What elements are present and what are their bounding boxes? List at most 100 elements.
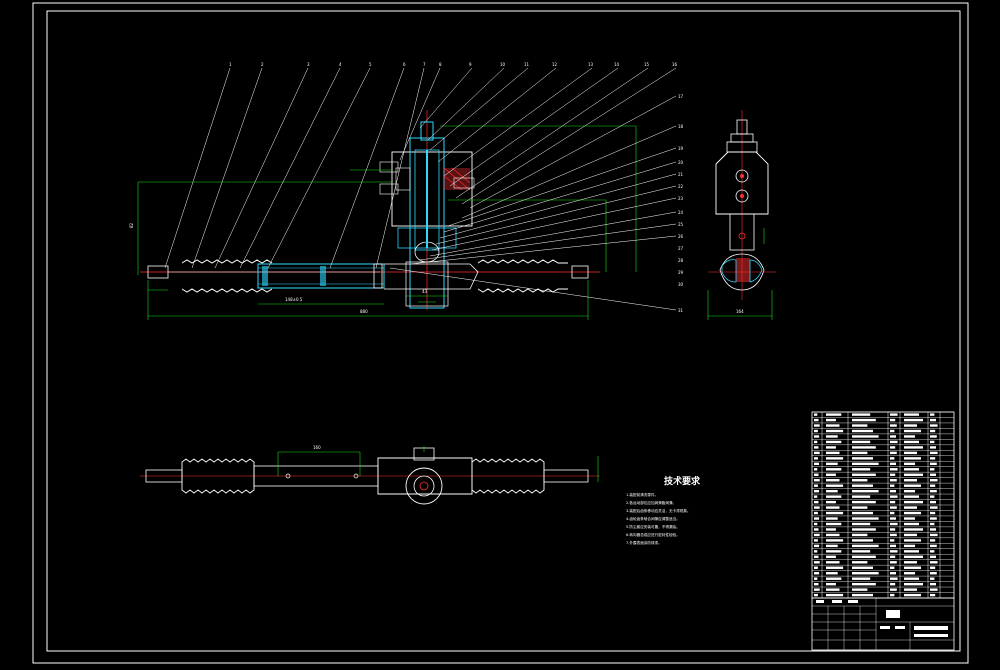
- svg-text:5: 5: [369, 62, 372, 67]
- parts-cell-text: [826, 495, 842, 498]
- parts-cell-text: [826, 588, 840, 591]
- parts-cell-text: [930, 561, 938, 564]
- parts-cell-text: [852, 588, 868, 591]
- dim-side-width: 164: [736, 309, 744, 314]
- parts-cell-text: [814, 418, 819, 422]
- parts-cell-text: [826, 544, 838, 548]
- parts-cell-text: [814, 489, 820, 493]
- parts-cell-text: [904, 539, 921, 542]
- parts-cell-text: [930, 506, 938, 509]
- parts-cell-text: [826, 522, 842, 526]
- parts-cell-text: [930, 473, 936, 476]
- dim-pinion: 43: [422, 289, 428, 294]
- pinion-housing: [379, 110, 475, 310]
- parts-cell-text: [904, 500, 923, 504]
- parts-cell-text: [904, 582, 923, 586]
- parts-cell-text: [852, 517, 879, 520]
- parts-cell-text: [930, 495, 935, 498]
- parts-cell-text: [814, 457, 818, 460]
- parts-cell-text: [814, 506, 820, 509]
- parts-cell-text: [814, 451, 820, 455]
- svg-text:30: 30: [678, 282, 684, 287]
- parts-cell-text: [852, 561, 868, 564]
- parts-cell-text: [890, 593, 895, 597]
- right-tie-rod-end: [571, 265, 589, 279]
- parts-cell-text: [904, 418, 923, 422]
- parts-cell-text: [890, 424, 897, 427]
- parts-cell-text: [904, 533, 917, 537]
- parts-cell-text: [814, 424, 820, 427]
- parts-cell-text: [890, 495, 898, 498]
- svg-text:29: 29: [678, 270, 684, 275]
- svg-text:22: 22: [678, 184, 684, 189]
- parts-cell-text: [826, 572, 838, 575]
- parts-cell-text: [930, 424, 938, 427]
- parts-cell-text: [930, 588, 938, 591]
- parts-cell-text: [852, 511, 873, 515]
- parts-cell-text: [826, 457, 844, 460]
- parts-cell-text: [826, 517, 838, 520]
- parts-cell-text: [826, 479, 840, 482]
- parts-cell-text: [852, 429, 873, 433]
- parts-cell-text: [904, 413, 919, 416]
- main-section-view: 880 148±0.5 82 43: [129, 62, 684, 320]
- parts-cell-text: [904, 588, 917, 591]
- svg-text:31: 31: [678, 308, 684, 313]
- parts-cell-text: [930, 429, 936, 433]
- parts-cell-text: [826, 473, 836, 476]
- parts-cell-text: [904, 484, 921, 487]
- parts-cell-text: [930, 440, 935, 444]
- note-line: 3.装配后齿条移动应灵活，无卡滞现象。: [626, 508, 691, 513]
- parts-cell-text: [826, 451, 840, 455]
- parts-cell-text: [814, 484, 818, 487]
- parts-cell-text: [890, 506, 897, 509]
- parts-cell-text: [930, 479, 938, 482]
- parts-cell-text: [852, 566, 873, 569]
- parts-cell-text: [930, 533, 938, 537]
- parts-cell-text: [826, 539, 844, 542]
- parts-cell-text: [852, 555, 876, 559]
- svg-text:21: 21: [678, 172, 684, 177]
- parts-cell-text: [814, 495, 818, 498]
- parts-cell-text: [890, 484, 895, 487]
- parts-cell-text: [890, 582, 896, 586]
- parts-cell-text: [852, 468, 871, 471]
- parts-cell-text: [930, 550, 935, 553]
- parts-cell-text: [930, 582, 936, 586]
- svg-text:20: 20: [678, 160, 684, 165]
- parts-cell-text: [814, 544, 820, 548]
- parts-cell-text: [826, 528, 836, 531]
- parts-cell-text: [826, 533, 840, 537]
- parts-cell-text: [814, 473, 819, 476]
- parts-cell-text: [904, 566, 921, 569]
- svg-text:26: 26: [678, 234, 684, 239]
- parts-cell-text: [814, 533, 820, 537]
- parts-cell-text: [826, 446, 836, 449]
- parts-cell-text: [890, 544, 896, 548]
- dim-stroke: 148±0.5: [285, 297, 303, 302]
- parts-cell-text: [852, 413, 871, 416]
- svg-text:23: 23: [678, 196, 684, 201]
- leader-lines: [164, 67, 677, 311]
- parts-cell-text: [826, 561, 840, 564]
- parts-cell-text: [814, 566, 818, 569]
- parts-cell-text: [814, 435, 820, 438]
- svg-text:27: 27: [678, 246, 684, 251]
- parts-cell-text: [930, 555, 936, 559]
- parts-cell-text: [852, 550, 871, 553]
- parts-cell-text: [852, 473, 876, 476]
- parts-cell-text: [814, 577, 818, 580]
- svg-text:9: 9: [469, 62, 472, 67]
- parts-cell-text: [904, 462, 915, 466]
- parts-cell-text: [890, 577, 898, 580]
- bottom-view: 160: [140, 445, 600, 505]
- parts-cell-text: [814, 468, 818, 471]
- parts-cell-text: [852, 451, 868, 455]
- parts-cell-text: [904, 511, 921, 515]
- svg-text:14: 14: [614, 62, 620, 67]
- parts-cell-text: [890, 479, 897, 482]
- parts-cell-text: [890, 435, 896, 438]
- svg-text:6: 6: [403, 62, 406, 67]
- parts-cell-text: [852, 495, 871, 498]
- parts-cell-text: [904, 424, 917, 427]
